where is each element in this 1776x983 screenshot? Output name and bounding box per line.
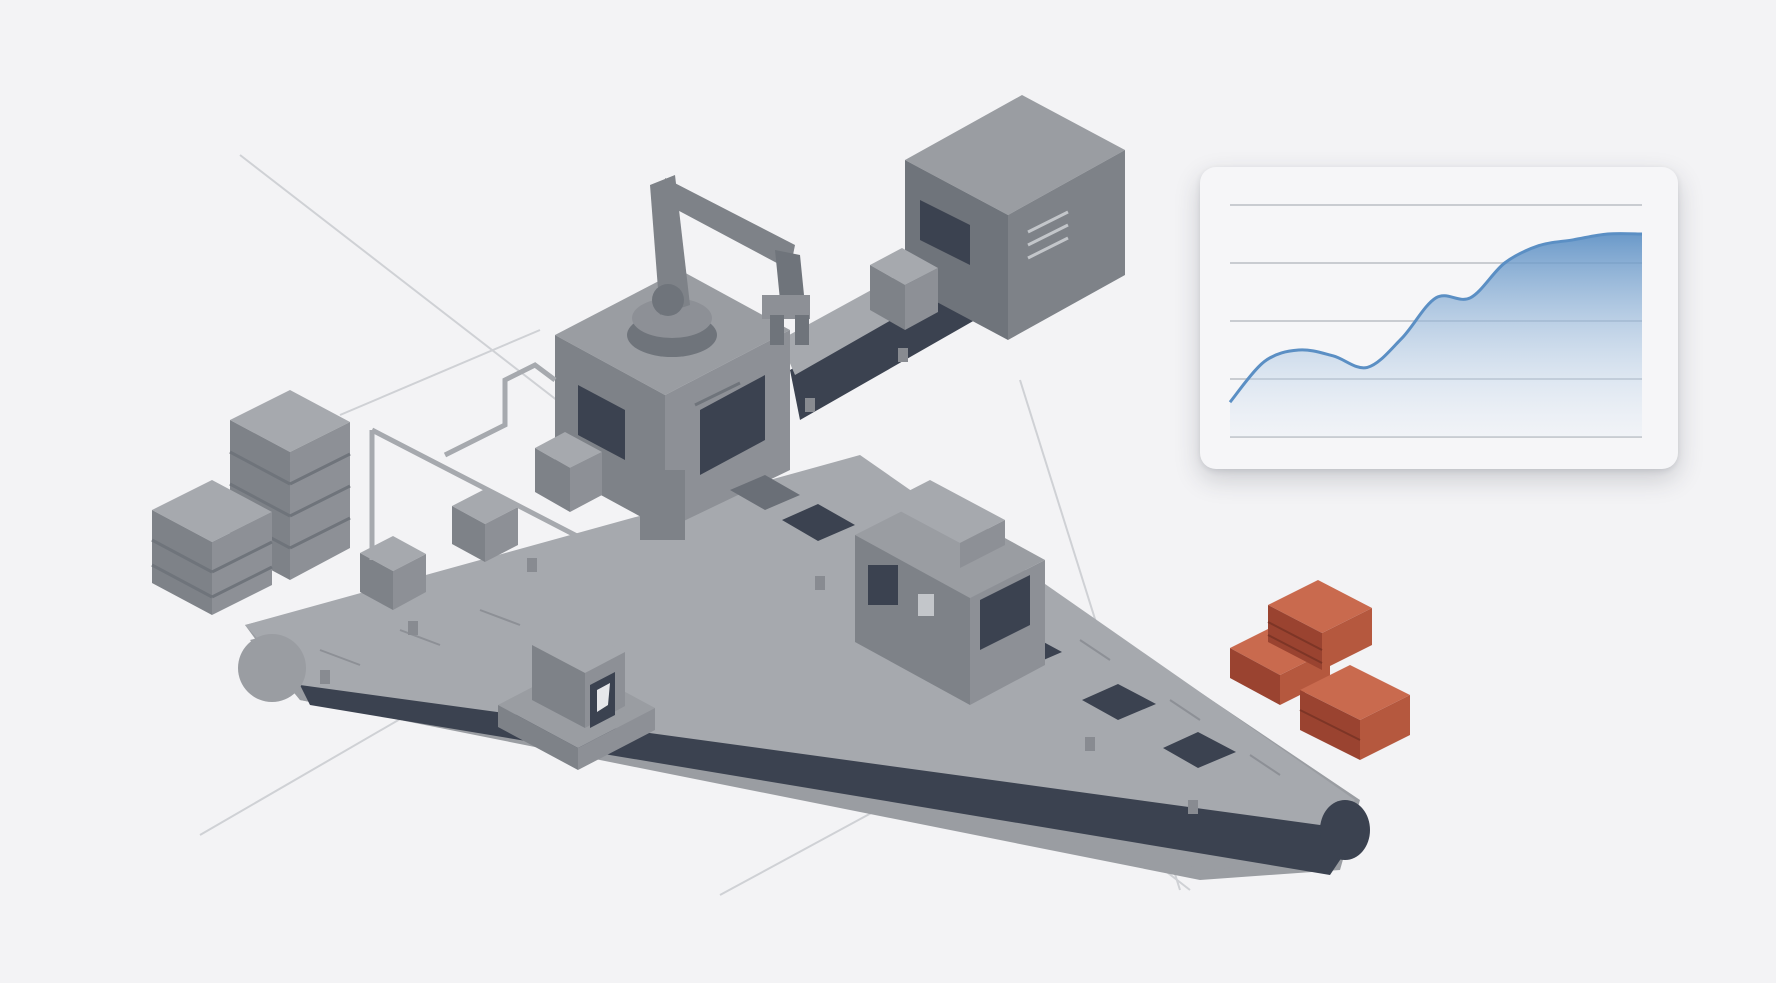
product-box [360,536,426,610]
control-terminal [498,624,655,770]
analytics-chart-card [1200,167,1678,469]
inspection-station [855,480,1045,705]
finished-goods-stack [1230,580,1410,760]
main-conveyor-belt [238,455,1370,880]
chart-series-line [1228,232,1643,404]
product-box [870,248,938,330]
rising-area-chart-icon [1228,204,1643,438]
chart-area-fill [1230,233,1642,437]
stacked-crates [151,390,351,615]
product-box [452,489,518,562]
sensor-cables [369,362,578,640]
product-box [535,432,602,512]
robotic-arm-icon [627,175,810,357]
